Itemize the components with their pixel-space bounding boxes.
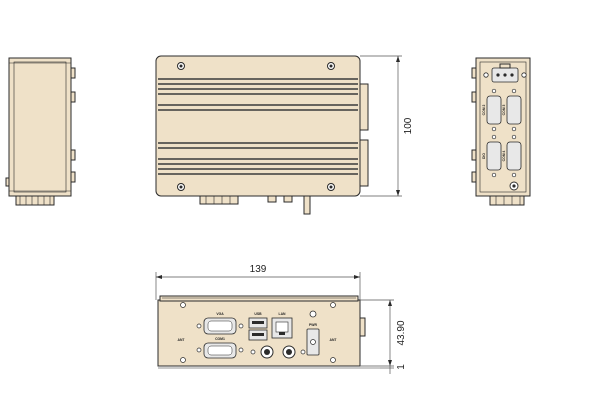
right-side-view: COM 2 COM 3 DIO COM 4 [471, 57, 531, 206]
lan-label: LAN [279, 312, 287, 316]
depth-dimension: 43.90 1 [360, 299, 407, 374]
front-panel-view: 139 ANT VGA COM1 USB LAN [155, 264, 407, 374]
com4-label: COM 4 [502, 151, 506, 162]
com3-port [506, 95, 522, 125]
depth-value: 43.90 [396, 320, 407, 345]
left-side-view [5, 57, 76, 206]
screw-icon [177, 62, 335, 191]
height-dimension: 100 [360, 55, 414, 197]
com4-port [506, 141, 522, 171]
dio-port [486, 141, 502, 171]
com2-port [486, 95, 502, 125]
ant-right-label: ANT [330, 338, 338, 342]
usb-label: USB [254, 312, 262, 316]
vga-label: VGA [216, 312, 224, 316]
height-value: 100 [403, 117, 414, 134]
pwr-label: PWR [309, 323, 317, 327]
com1-label: COM1 [215, 337, 225, 341]
com2-label: COM 2 [482, 105, 486, 116]
width-dimension: 139 [155, 264, 361, 300]
foot-value: 1 [396, 364, 407, 370]
ant-left-label: ANT [178, 338, 186, 342]
led-icon [309, 310, 317, 318]
heatsink-fins [158, 78, 358, 175]
dio-label: DIO [482, 153, 486, 159]
com3-label: COM 3 [502, 105, 506, 116]
top-view [155, 55, 369, 215]
width-value: 139 [250, 264, 267, 275]
